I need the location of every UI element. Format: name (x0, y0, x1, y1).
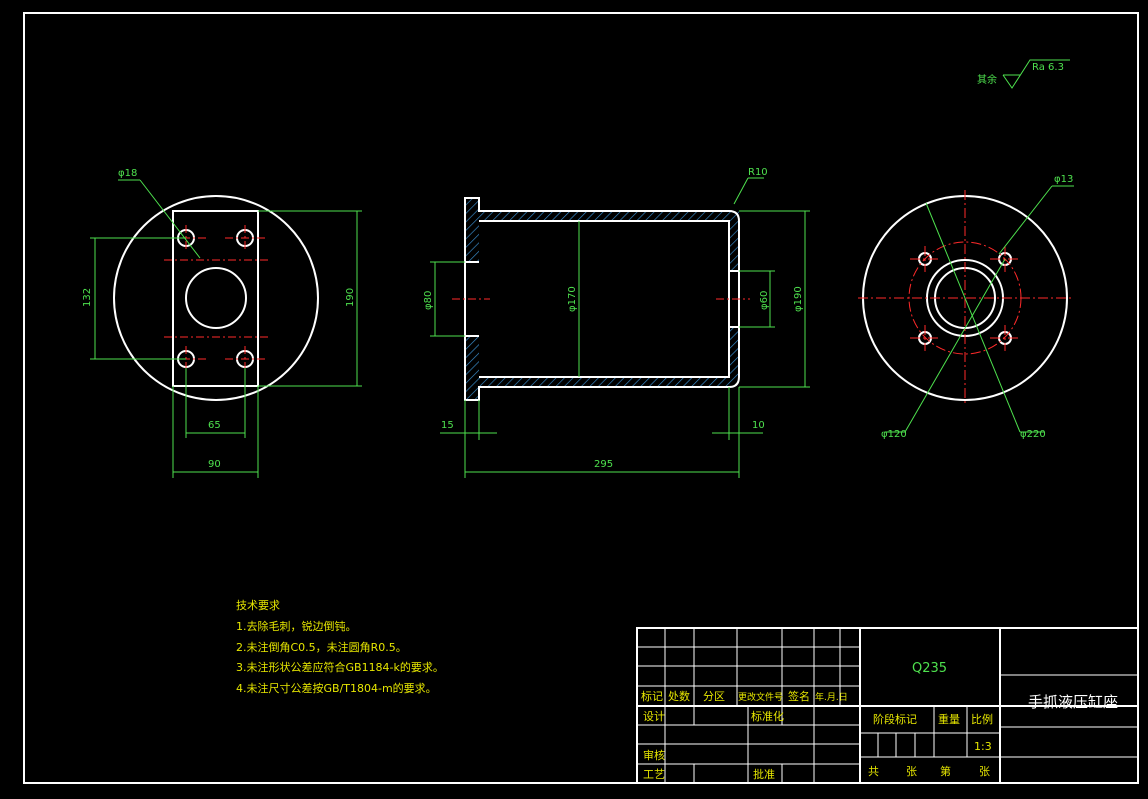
tech-requirement-item: 1.去除毛刺，锐边倒钝。 (236, 619, 357, 633)
front-dia-left-label: φ80 (423, 291, 434, 310)
tb-approve-label: 批准 (753, 767, 775, 781)
rev-header-doc: 更改文件号 (738, 691, 783, 703)
title-block-material: Q235 (912, 661, 947, 676)
rev-header-sign: 签名 (788, 689, 810, 703)
tb-stage-mark-label: 阶段标记 (873, 712, 917, 726)
left-flange-outer-circle (113, 195, 319, 401)
front-wall-hatch (479, 211, 729, 221)
rev-header-date: 年.月.日 (815, 691, 848, 703)
front-dia-outer-label: φ190 (793, 286, 804, 312)
front-thick-right-label: 10 (752, 420, 765, 431)
front-section-view (464, 197, 740, 401)
left-center-bore (185, 267, 247, 329)
left-view-dimensions (90, 179, 362, 478)
left-mount-plate (172, 210, 259, 387)
tb-sheets-total-label: 共 (868, 765, 879, 778)
tech-requirement-item: 3.未注形状公差应符合GB1184-k的要求。 (236, 660, 444, 674)
surface-roughness-symbol (1002, 59, 1070, 89)
front-dia-inner-label: φ170 (567, 286, 578, 312)
roughness-value: Ra 6.3 (1032, 62, 1064, 73)
roughness-prefix: 其余 (977, 73, 997, 86)
sheet-border (23, 12, 1139, 784)
right-outer-label: φ220 (1020, 429, 1046, 440)
front-end-hatch (729, 327, 739, 387)
front-radius-label: R10 (748, 167, 768, 178)
rev-header-zone: 分区 (703, 690, 725, 703)
front-view-dimensions (430, 177, 810, 478)
right-pcd-label: φ120 (881, 429, 907, 440)
front-flange-hatch (465, 198, 479, 262)
rev-header-count: 处数 (668, 690, 690, 703)
tb-sheet-no-label: 第 (940, 764, 951, 778)
tb-scale-label: 比例 (971, 712, 993, 726)
front-outer-profile (464, 197, 740, 401)
right-view-dimensions (885, 185, 1074, 433)
left-height-inner-label: 132 (82, 288, 93, 307)
left-width-outer-label: 90 (208, 459, 221, 470)
front-end-hatch (729, 211, 739, 271)
tech-requirements-title: 技术要求 (236, 599, 280, 612)
left-view-centerlines (164, 225, 268, 372)
title-block (636, 627, 1139, 784)
tech-requirement-item: 2.未注倒角C0.5，未注圆角R0.5。 (236, 640, 407, 654)
left-height-outer-label: 190 (345, 288, 356, 307)
front-dia-right-label: φ60 (759, 291, 770, 310)
tb-standardize-label: 标准化 (751, 709, 784, 723)
tb-process-label: 工艺 (643, 768, 665, 781)
tb-sheets-unit-label: 张 (979, 765, 990, 778)
left-width-inner-label: 65 (208, 420, 221, 431)
left-view (113, 195, 319, 401)
tb-scale-value: 1:3 (974, 740, 992, 753)
tech-requirement-item: 4.未注尺寸公差按GB/T1804-m的要求。 (236, 681, 437, 695)
tb-weight-label: 重量 (938, 712, 960, 726)
tb-design-label: 设计 (643, 710, 665, 723)
front-length-label: 295 (594, 459, 613, 470)
tb-sheets-unit-label: 张 (906, 765, 917, 778)
tb-review-label: 审核 (643, 748, 665, 762)
front-inner-profile (479, 220, 730, 378)
rev-header-mark: 标记 (641, 689, 663, 703)
front-flange-hatch (465, 336, 479, 400)
front-thick-left-label: 15 (441, 420, 454, 431)
title-block-part-name: 手抓液压缸座 (1028, 693, 1118, 711)
front-wall-hatch (479, 377, 729, 387)
right-hole-diameter-label: φ13 (1054, 174, 1073, 185)
left-hole-diameter-label: φ18 (118, 168, 137, 179)
